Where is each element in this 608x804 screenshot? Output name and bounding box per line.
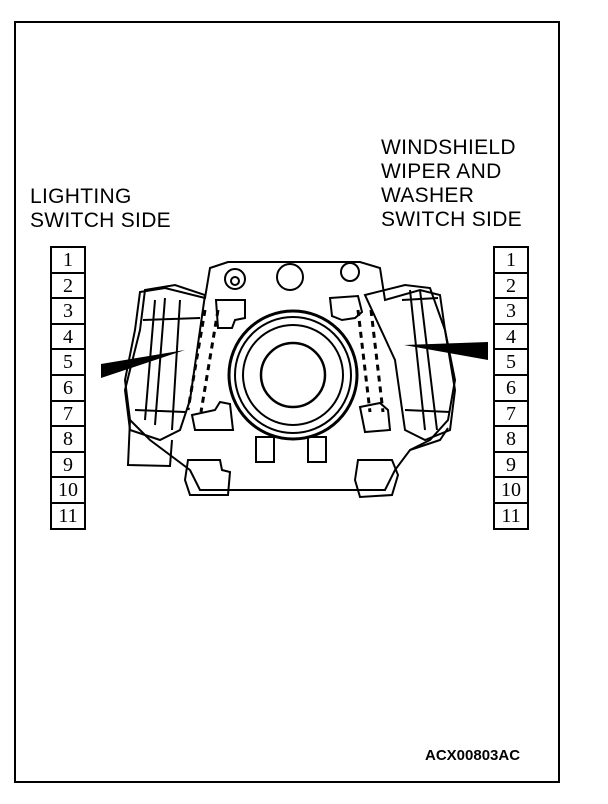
- outer-ring: [227, 309, 359, 441]
- figure-code: ACX00803AC: [425, 747, 521, 764]
- terminal-number: 10: [495, 478, 527, 504]
- label-line: WIPER AND: [381, 160, 502, 183]
- lighting-switch-side-label: LIGHTING SWITCH SIDE: [30, 185, 171, 233]
- label-line: LIGHTING: [30, 185, 132, 208]
- terminal-number: 4: [52, 325, 84, 351]
- left-terminal-row-a: [186, 309, 207, 411]
- wiper-washer-switch-side-label: WINDSHIELD WIPER AND WASHER SWITCH SIDE: [381, 136, 522, 232]
- terminal-number: 7: [495, 402, 527, 428]
- terminal-number: 3: [52, 299, 84, 325]
- label-line: SWITCH SIDE: [381, 208, 522, 231]
- terminal-number: 1: [495, 248, 527, 274]
- terminal-number: 11: [495, 504, 527, 530]
- terminal-number: 6: [52, 376, 84, 402]
- top-center-boss: [276, 263, 304, 291]
- label-line: WASHER: [381, 184, 475, 207]
- right-pointer-arrow: [404, 342, 488, 360]
- terminal-number: 5: [495, 350, 527, 376]
- label-line: SWITCH SIDE: [30, 209, 171, 232]
- top-left-boss: [224, 268, 246, 290]
- right-terminal-row-a: [356, 309, 372, 413]
- figure-frame: [14, 21, 560, 783]
- terminal-number: 8: [495, 427, 527, 453]
- terminal-number: 11: [52, 504, 84, 530]
- left-pointer-arrow: [101, 350, 185, 378]
- center-hole: [259, 341, 327, 409]
- terminal-number: 2: [52, 274, 84, 300]
- top-right-boss: [340, 262, 360, 282]
- switch-body-outline: [123, 261, 457, 491]
- terminal-number: 9: [495, 453, 527, 479]
- terminal-number: 5: [52, 350, 84, 376]
- terminal-number: 10: [52, 478, 84, 504]
- terminal-number: 4: [495, 325, 527, 351]
- terminal-number: 2: [495, 274, 527, 300]
- terminal-number: 9: [52, 453, 84, 479]
- terminal-number: 1: [52, 248, 84, 274]
- terminal-number: 6: [495, 376, 527, 402]
- terminal-number: 8: [52, 427, 84, 453]
- right-terminal-row-b: [369, 309, 385, 413]
- terminal-number: 7: [52, 402, 84, 428]
- label-line: WINDSHIELD: [381, 136, 516, 159]
- terminal-number: 3: [495, 299, 527, 325]
